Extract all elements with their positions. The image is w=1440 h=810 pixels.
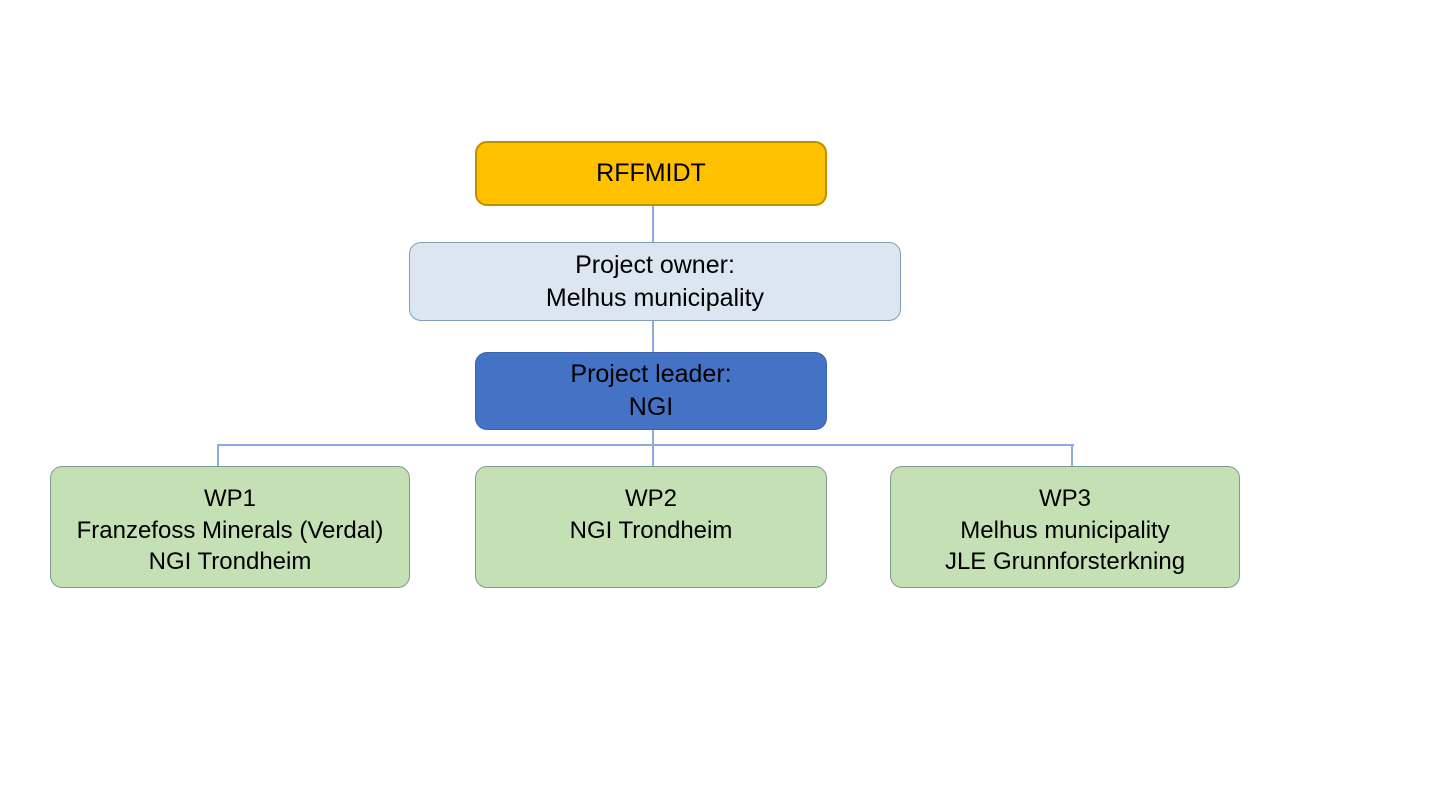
node-project-owner[interactable]: Project owner: Melhus municipality [409, 242, 901, 321]
node-wp3-line-3: JLE Grunnforsterkning [944, 548, 1186, 576]
connector-bus-to-wp2 [652, 444, 654, 467]
node-wp3-line-2: Melhus municipality [960, 516, 1170, 544]
node-wp1-line-3: NGI Trondheim [148, 548, 312, 576]
node-wp1-line-1: WP1 [203, 485, 256, 512]
connector-leader-to-bus [652, 429, 654, 445]
node-project-leader-line-1: Project leader: [570, 360, 732, 388]
node-wp2-line-1: WP2 [624, 485, 677, 512]
node-sponsor-rffmidt[interactable]: RFFMIDT [475, 141, 827, 206]
connector-sponsor-to-owner [652, 205, 654, 242]
node-project-leader[interactable]: Project leader: NGI [475, 352, 827, 430]
node-wp2-line-2: NGI Trondheim [569, 516, 733, 544]
node-project-owner-line-1: Project owner: [575, 250, 735, 279]
connector-bus-to-wp3 [1071, 444, 1073, 467]
connector-bus-to-wp1 [217, 444, 219, 467]
node-wp1-line-2: Franzefoss Minerals (Verdal) [76, 516, 384, 544]
node-work-package-wp3[interactable]: WP3 Melhus municipality JLE Grunnforster… [890, 466, 1240, 588]
node-wp3-line-1: WP3 [1038, 485, 1091, 512]
node-project-owner-line-2: Melhus municipality [545, 283, 765, 312]
connector-horizontal-bus [218, 444, 1074, 446]
node-work-package-wp2[interactable]: WP2 NGI Trondheim [475, 466, 827, 588]
node-work-package-wp1[interactable]: WP1 Franzefoss Minerals (Verdal) NGI Tro… [50, 466, 410, 588]
node-sponsor-line-1: RFFMIDT [596, 159, 706, 187]
node-project-leader-line-2: NGI [628, 393, 674, 421]
connector-owner-to-leader [652, 320, 654, 352]
